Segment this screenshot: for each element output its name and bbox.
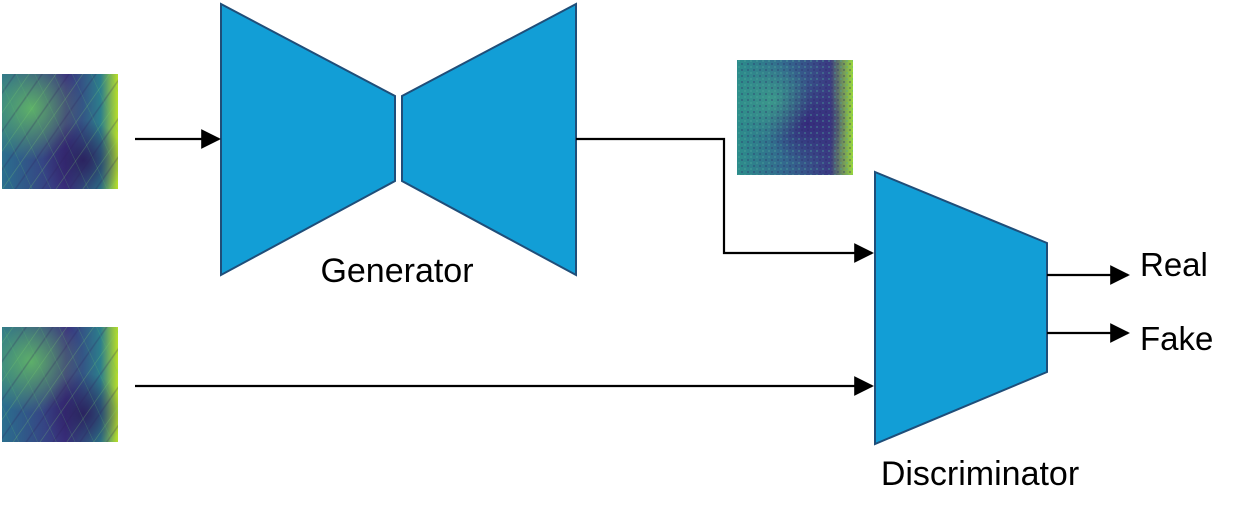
generator-block [220,2,577,277]
generator-label: Generator [320,252,473,290]
generator-encoder [220,2,396,277]
discriminator-block [874,170,1048,446]
generator-decoder [401,2,577,277]
input-noise-image [2,74,118,189]
generated-sample-image [737,60,853,175]
discriminator-label: Discriminator [881,455,1079,493]
fake-output-label: Fake [1140,320,1213,357]
arrow-generator-to-discriminator [576,137,874,263]
real-sample-image [2,327,118,442]
real-output-label: Real [1140,246,1208,283]
